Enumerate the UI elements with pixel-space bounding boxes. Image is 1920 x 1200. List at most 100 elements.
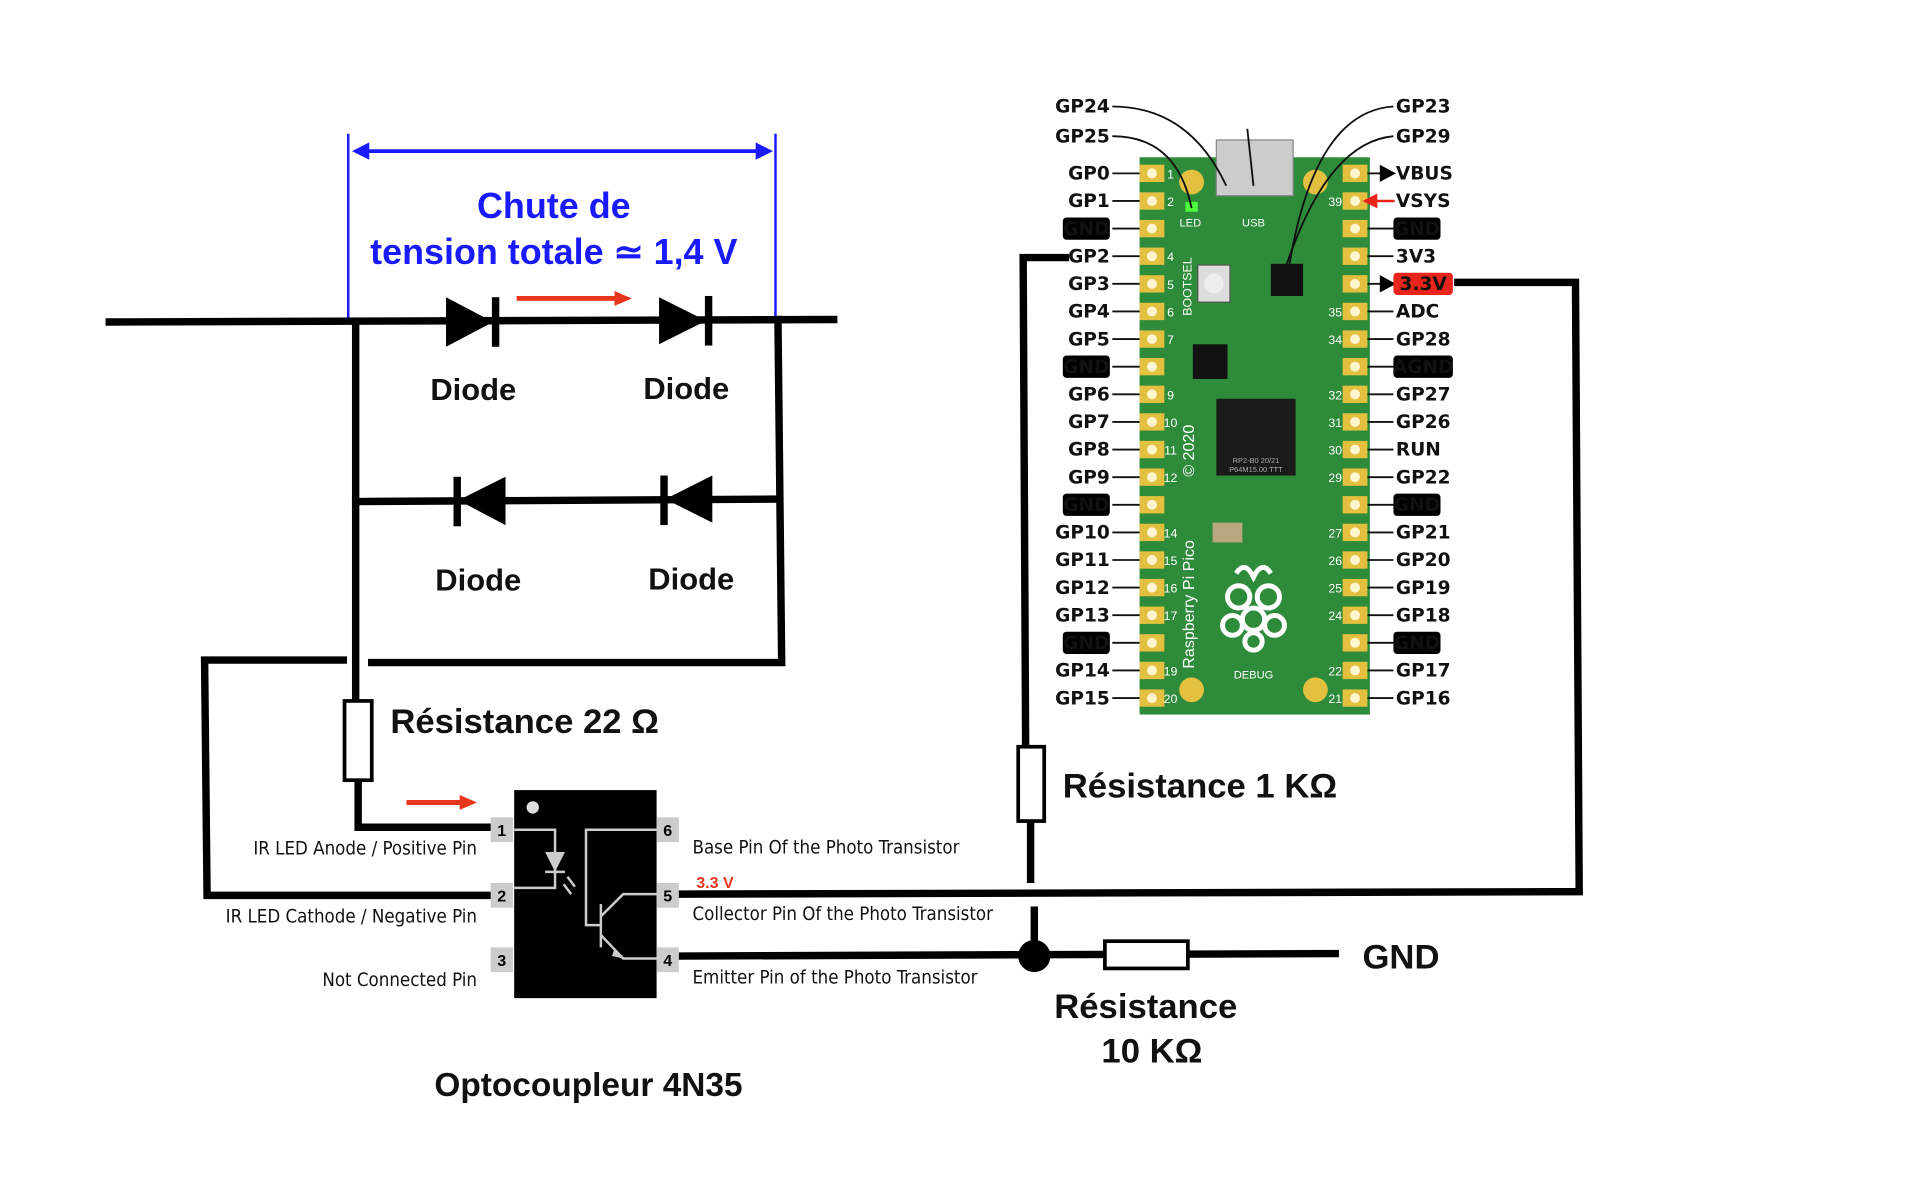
pin-label-gp25: GP25: [1055, 126, 1110, 147]
pin-label-gp15: GP15: [1055, 688, 1110, 709]
pin-hole: [1350, 527, 1360, 538]
pin-hole: [1350, 334, 1360, 345]
copyright-silk: © 2020: [1180, 425, 1198, 477]
pin-label-gnd: GND: [1063, 495, 1109, 516]
pin-number: 3: [497, 952, 506, 970]
pin-hole: [1146, 499, 1157, 510]
pin-label-gp1: GP1: [1068, 191, 1110, 212]
pin-hole: [1350, 665, 1360, 676]
pin-label-vbus: VBUS: [1396, 164, 1453, 185]
pin-label-gp26: GP26: [1396, 412, 1451, 433]
pin-hole: [1146, 334, 1157, 345]
diode-label: Diode: [430, 372, 516, 407]
pin-hole: [1350, 610, 1360, 621]
pin-number: 5: [663, 888, 672, 906]
pin3-label: Not Connected Pin: [322, 970, 477, 991]
pin-number: 1: [1167, 167, 1174, 181]
pin-label-gp28: GP28: [1396, 329, 1451, 350]
pin-number: 32: [1328, 388, 1342, 402]
pin-label-gnd: GND: [1394, 219, 1440, 240]
chip-marking: P64M15.00 TTT: [1229, 465, 1283, 474]
arrow-icon: [1379, 164, 1396, 183]
pin-label-gnd: GND: [1063, 633, 1109, 654]
pin-label-gp12: GP12: [1055, 578, 1110, 599]
optocoupler-title: Optocoupleur 4N35: [434, 1067, 742, 1104]
pin-label-gp9: GP9: [1068, 467, 1110, 488]
pin-label-gp23: GP23: [1396, 97, 1451, 118]
pin-hole: [1350, 306, 1360, 317]
pin-hole: [1146, 665, 1157, 676]
top-left-labels: GP24 GP25 GP23 GP29: [1055, 97, 1450, 148]
pin-number: 16: [1164, 582, 1178, 596]
arrow-icon: [1379, 275, 1396, 293]
pin-hole: [1350, 278, 1360, 289]
pin-hole: [1350, 196, 1360, 206]
pin-hole: [1350, 444, 1360, 455]
pin-number: 2: [1167, 195, 1174, 209]
pin-label-vsys: VSYS: [1396, 191, 1451, 212]
voltage-label: 3.3 V: [696, 874, 734, 892]
pin-label-gp0: GP0: [1068, 164, 1110, 185]
gnd-label: GND: [1362, 938, 1439, 976]
pin-number: 31: [1328, 416, 1342, 430]
pin-hole: [1146, 637, 1157, 648]
pin-label-gnd: GND: [1394, 495, 1440, 516]
wires: [105, 253, 1583, 973]
pin-hole: [1146, 555, 1157, 565]
pin-number: 6: [1167, 305, 1174, 319]
raspberry-logo-icon: [1220, 565, 1287, 653]
pin-label-gp2: GP2: [1068, 246, 1110, 267]
diode-symbol-2: [659, 295, 713, 346]
pin-label-box: [1393, 631, 1441, 654]
pin-label-gp13: GP13: [1055, 605, 1110, 626]
pin-hole: [1350, 361, 1360, 372]
pin-hole: [1146, 582, 1157, 593]
pin-number: 26: [1328, 554, 1342, 568]
board-name-silk: Raspberry Pi Pico: [1180, 540, 1198, 669]
pin-number: 2: [497, 888, 506, 906]
pin-label-gp4: GP4: [1068, 302, 1110, 323]
pin-hole: [1146, 416, 1157, 427]
pin-hole: [1350, 251, 1360, 262]
pin-number: 15: [1164, 554, 1178, 568]
pin-number: 14: [1164, 526, 1178, 540]
voltage-drop-dimension: Chute de tension totale ≃ 1,4 V: [346, 133, 777, 320]
pin-hole: [1350, 582, 1360, 593]
pin-number: 12: [1164, 471, 1178, 485]
pin-hole: [1146, 444, 1157, 455]
pin-label-gp3: GP3: [1068, 274, 1110, 295]
pin-hole: [1146, 693, 1157, 704]
pin-hole: [1146, 389, 1157, 400]
arrow-icon: [1362, 193, 1378, 209]
pin-label-gp14: GP14: [1055, 661, 1110, 682]
chip-marking: RP2-B0 20/21: [1233, 456, 1280, 465]
pin-hole: [1350, 637, 1360, 648]
pin-label-gp27: GP27: [1396, 384, 1451, 405]
pin-number: 9: [1167, 388, 1174, 402]
pin-hole: [1146, 610, 1157, 621]
pin-label-gp24: GP24: [1055, 97, 1110, 118]
pin-hole: [1350, 389, 1360, 400]
diode-symbol-3: [453, 476, 506, 527]
resistor-10k: [1103, 939, 1190, 971]
pin-label-gp19: GP19: [1396, 578, 1451, 599]
current-arrow-icon: [406, 795, 478, 810]
pin-label-gp10: GP10: [1055, 523, 1110, 544]
raspberry-pi-pico: RP2-B0 20/21 P64M15.00 TTT LED USB DEBUG…: [1055, 97, 1453, 715]
pin-number: 6: [663, 822, 672, 840]
pin-hole: [1146, 306, 1157, 317]
pin-number: 10: [1164, 416, 1178, 430]
pin-number: 17: [1164, 609, 1178, 623]
pin-number: 27: [1328, 526, 1342, 540]
pin-label-gp8: GP8: [1068, 440, 1110, 461]
pin-label-gp6: GP6: [1068, 384, 1110, 405]
pin-number: 29: [1328, 471, 1342, 485]
pin-number: 5: [1167, 278, 1174, 292]
pin-label-gnd: GND: [1063, 357, 1109, 378]
pin-number: 21: [1328, 692, 1342, 706]
pin-number: 20: [1164, 692, 1178, 706]
pin-hole: [1350, 223, 1360, 234]
pin-number: 7: [1167, 333, 1174, 347]
pin-hole: [1146, 361, 1157, 372]
pin-label-gp11: GP11: [1055, 550, 1110, 571]
